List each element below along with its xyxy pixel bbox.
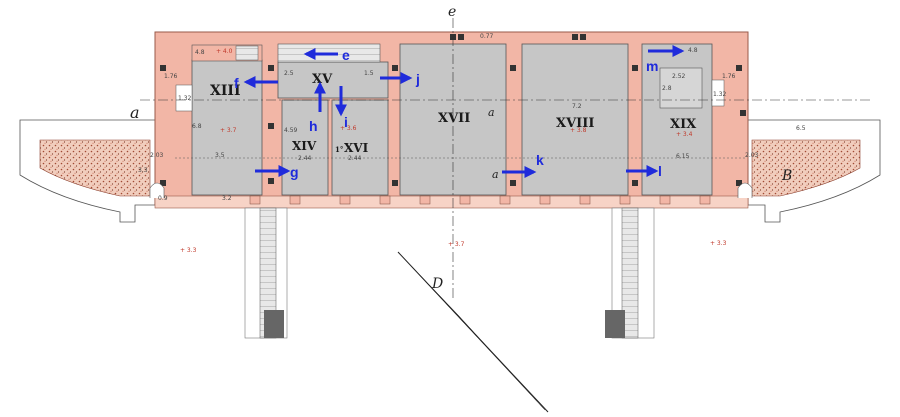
room-label-xix: XIX [670,117,697,132]
dim-7-2: 7.2 [572,103,582,110]
dim-1-5: 1.5 [364,70,374,77]
ref-r3: + 3.3 [180,247,197,254]
right-shaft [605,207,655,339]
axis-label-b-right: B [781,168,792,184]
dim-1-32-left: 1.32 [178,95,192,102]
left-arch [149,182,165,198]
dim-4-59: 4.59 [284,127,298,134]
arrow-label-i: i [344,114,348,130]
arrow-label-f: f [234,75,239,91]
axis-label-a-left: a [130,103,140,122]
dim-2-44-b: 2.44 [348,155,362,162]
ref-r8: + 3.4 [676,131,693,138]
room-label-xiii: XIII [210,83,241,99]
left-gravel [39,139,151,197]
room-xv [277,61,389,99]
dim-4-8b: 4.8 [688,47,698,54]
room-label-xvii: XVII [438,111,470,126]
dim-1-76-right: 1.76 [722,73,736,80]
dim-3-3: 3.3 [138,167,148,174]
dim-6-8: 6.8 [192,123,202,130]
axis-label-d-bottom: D [431,276,443,292]
dim-3-2: 3.2 [222,195,232,202]
dim-2-8: 2.8 [662,85,672,92]
dim-2-03-right: 2.03 [745,152,759,159]
arrow-label-k: k [536,152,544,168]
dim-6-15: 6.15 [676,153,690,160]
arrow-label-l: l [658,163,662,179]
right-arch [737,182,753,198]
dim-4-8: 4.8 [195,49,205,56]
dim-3-5: 3.5 [215,152,225,159]
building-footing [154,195,749,209]
arrow-label-g: g [290,164,299,180]
room-xviii [521,43,629,196]
dim-1-76-left: 1.76 [164,73,178,80]
arrow-label-h: h [309,118,318,134]
dim-2-44-a: 2.44 [298,155,312,162]
ref-r1: + 3.7 [220,127,237,134]
buttresses [249,195,711,205]
dim-2-5: 2.5 [284,70,294,77]
ref-r7: + 4.0 [216,48,233,55]
axis-label-a-small-2: a [492,168,499,181]
ref-r6: + 3.8 [570,127,587,134]
arrow-label-e: e [342,47,350,63]
dim-1-32-right: 1.32 [713,91,727,98]
room-xiii-niche [175,84,193,112]
axis-label-a-small-1: a [488,106,495,119]
room-label-xviii: XVIII [556,116,594,131]
room-xiv [281,99,329,196]
room-xiii-stair-strip [235,45,259,61]
dim-0-9: 0.9 [158,195,168,202]
room-xix-inner [659,67,703,109]
dim-2-52: 2.52 [672,73,686,80]
arrow-label-m: m [646,58,658,74]
room-label-xvi-prefix: 1° [335,145,343,154]
left-shaft [244,207,288,339]
right-gravel [751,139,861,197]
arrow-label-j: j [415,71,420,87]
dim-2-03: 2.03 [150,152,164,159]
room-xix-closet [711,79,725,107]
dim-6-5: 6.5 [796,125,806,132]
room-label-xv: XV [312,72,333,87]
ref-r4: + 3.3 [710,240,727,247]
room-label-xiv: XIV [292,139,317,153]
dim-0-77: 0.77 [480,33,494,40]
axis-label-c-top: e [448,4,456,20]
ref-r5: + 3.7 [448,241,465,248]
room-label-xvi: XVI [344,141,369,155]
ref-r2: + 3.6 [340,125,357,132]
